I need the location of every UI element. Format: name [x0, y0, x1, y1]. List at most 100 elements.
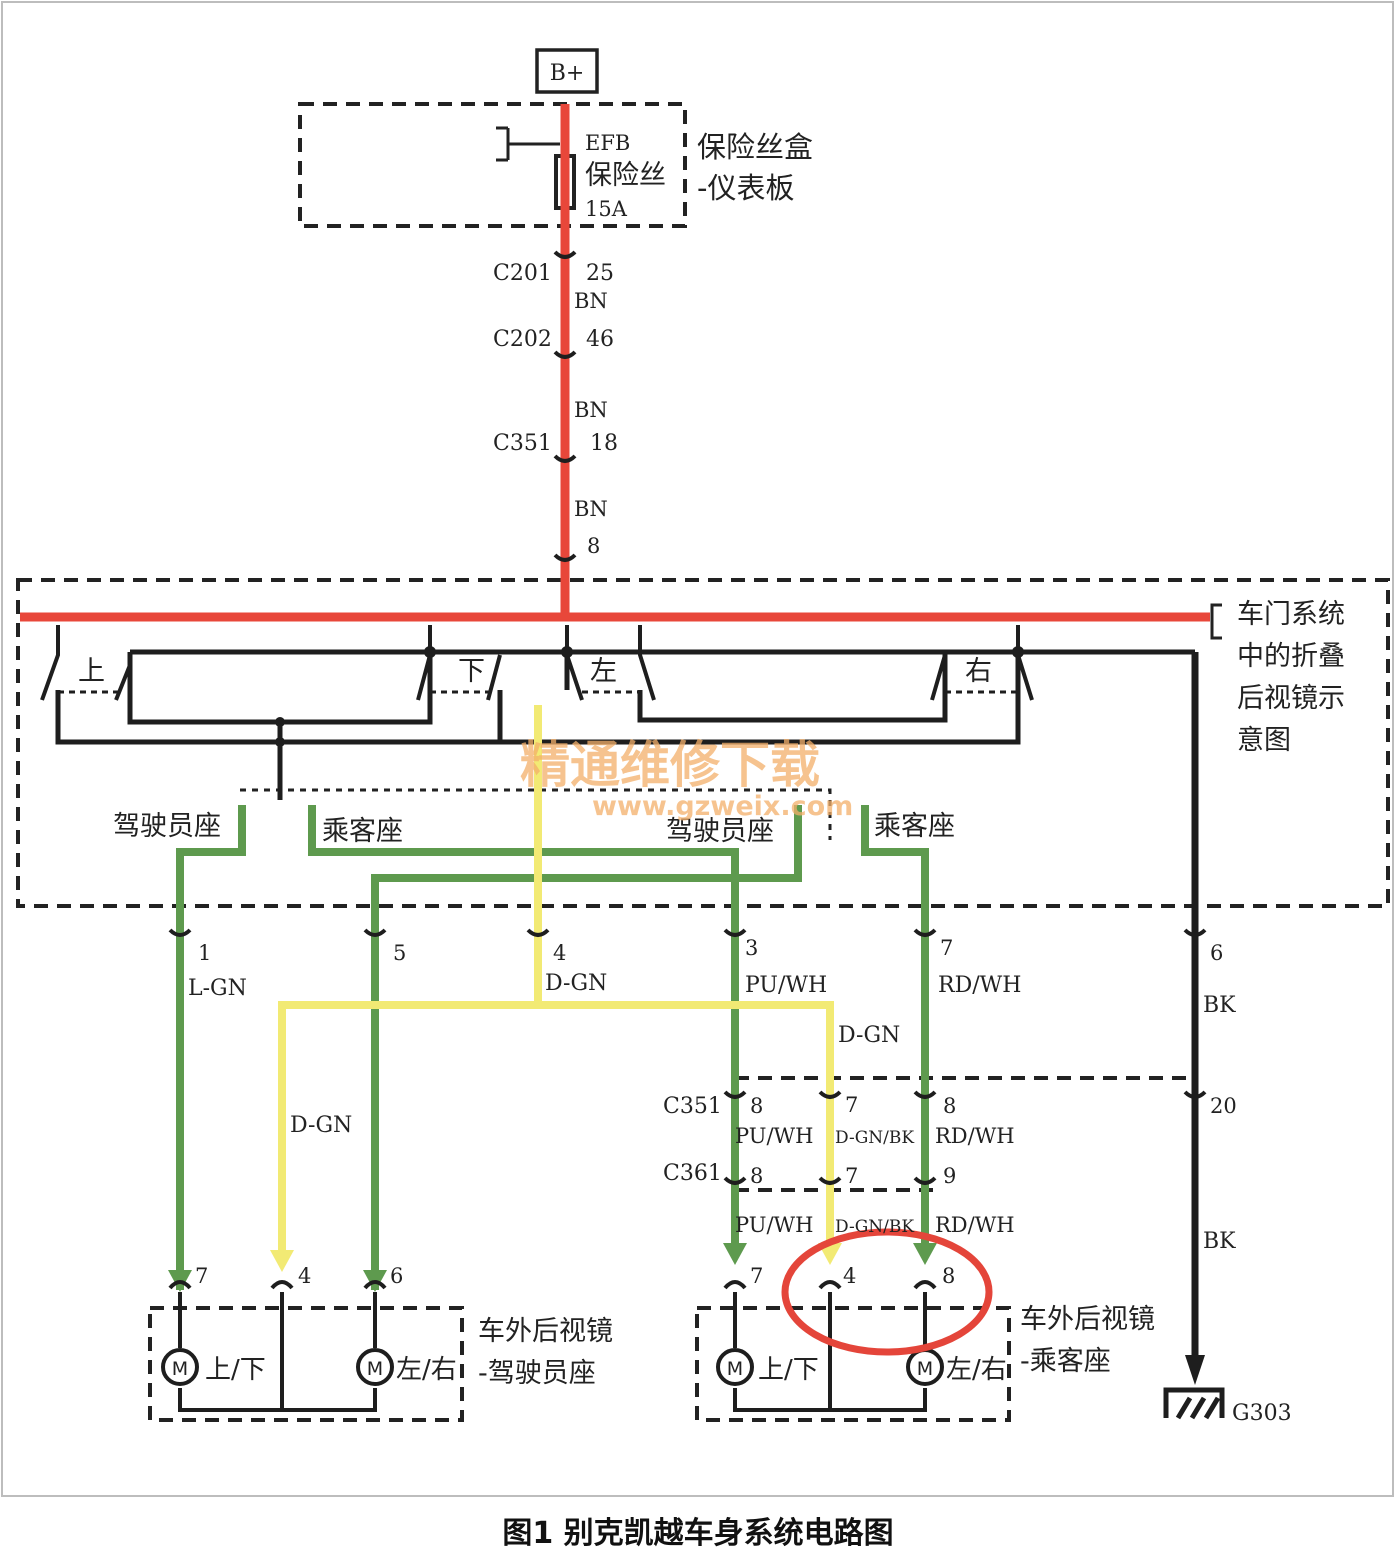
- switch-blades: [40, 625, 1034, 701]
- c201-pin: 25: [586, 261, 614, 286]
- passenger-mirror-subtitle: -乘客座: [1020, 1346, 1111, 1377]
- passenger-mirror-title: 车外后视镜: [1020, 1304, 1155, 1335]
- driver-mirror-pin-b: 4: [298, 1264, 311, 1288]
- driver-seat-label-2: 驾驶员座: [666, 816, 774, 847]
- c361-wire-pu: PU/WH: [735, 1213, 813, 1237]
- c351-label: C351: [663, 1094, 722, 1119]
- c361-pin-b: 7: [845, 1164, 858, 1188]
- switch-box-labels: 车门系统 中的折叠 后视镜示 意图 上 下 左 右 驾驶员座 乘客座 驾驶员座 …: [78, 599, 1345, 847]
- supply-labels: C201 25 BN C202 46 BN C351 18 BN 8: [493, 261, 618, 558]
- figure-caption: 图1 别克凯越车身系统电路图: [502, 1516, 893, 1551]
- wire-d-gn-branch: D-GN: [838, 1023, 900, 1048]
- driver-mirror-title: 车外后视镜: [478, 1316, 613, 1347]
- ground-label: G303: [1232, 1401, 1292, 1426]
- driver-motor-2-icon: M: [367, 1358, 383, 1380]
- switch-left-label: 左: [590, 656, 617, 687]
- passenger-leftright-label: 左/右: [946, 1355, 1007, 1385]
- c351-pin-d: 20: [1210, 1094, 1237, 1118]
- seat-divider-dash: [240, 788, 832, 840]
- c361-wire-rd: RD/WH: [935, 1213, 1015, 1237]
- pin-4: 4: [553, 941, 566, 965]
- c351-pin-b: 7: [845, 1093, 858, 1117]
- connector-caps: [168, 250, 1207, 1290]
- fuse-box-subtitle: -仪表板: [697, 171, 794, 205]
- passenger-motor-1-icon: M: [727, 1358, 743, 1380]
- switch-box-title-3: 后视镜示: [1237, 683, 1345, 714]
- watermark-url: www.gzweix.com: [592, 791, 853, 822]
- switch-right-label: 右: [965, 656, 992, 687]
- switch-box-title-1: 车门系统: [1237, 599, 1345, 630]
- driver-mirror-subtitle: -驾驶员座: [478, 1358, 596, 1389]
- ground-arrow: [1185, 1355, 1205, 1385]
- passenger-mirror-pin-b: 4: [843, 1264, 856, 1288]
- c201-label: C201: [493, 261, 552, 286]
- wire-bn-3: BN: [574, 497, 608, 521]
- passenger-mirror-pin-a: 7: [750, 1264, 763, 1288]
- pin-6: 6: [1210, 941, 1223, 965]
- switch-box-title-4: 意图: [1237, 725, 1291, 756]
- c361-wire-dgnbk: D-GN/BK: [835, 1217, 914, 1237]
- wire-bn-2: BN: [574, 398, 608, 422]
- wire-bk-2: BK: [1203, 1229, 1236, 1254]
- mirror-internal-wiring: [178, 1292, 927, 1412]
- switch-box: [16, 578, 1390, 908]
- switch-box-title-2: 中的折叠: [1237, 641, 1345, 672]
- wire-d-gn: D-GN: [545, 971, 607, 996]
- driver-leftright-label: 左/右: [396, 1355, 457, 1385]
- junction-dots: [275, 646, 1024, 747]
- driver-mirror-labels: 7 4 6 M M 上/下 左/右 车外后视镜 -驾驶员座: [172, 1264, 613, 1389]
- c361-pin-a: 8: [750, 1164, 763, 1188]
- driver-mirror-box: [148, 1306, 464, 1422]
- fault-highlight-circle: [781, 1228, 993, 1356]
- c351-wire-rd: RD/WH: [935, 1124, 1015, 1148]
- pin-labels: 1 L-GN 5 4 D-GN 3 PU/WH 7 RD/WH 6 BK D-G…: [188, 936, 1236, 1138]
- driver-updown-label: 上/下: [205, 1355, 266, 1385]
- driver-seat-label-1: 驾驶员座: [113, 811, 221, 842]
- battery-label: B+: [550, 61, 585, 86]
- ground-symbol: [1163, 1387, 1225, 1420]
- driver-mirror-pin-a: 7: [195, 1264, 208, 1288]
- watermark: 精通维修下载 www.gzweix.com: [520, 736, 853, 822]
- switch-box-bracket: [1210, 603, 1222, 640]
- c202-pin: 46: [586, 327, 614, 352]
- yellow-wires: [278, 705, 834, 1255]
- power-wire-red: [20, 104, 1210, 622]
- wire-d-gn-left: D-GN: [290, 1113, 352, 1138]
- c361-pin-c: 9: [943, 1164, 956, 1188]
- c351-wire-dgnbk: D-GN/BK: [835, 1128, 914, 1148]
- passenger-seat-label-1: 乘客座: [322, 816, 403, 847]
- wire-bk: BK: [1203, 993, 1236, 1018]
- pin-1: 1: [198, 941, 211, 965]
- pin-5: 5: [393, 941, 406, 965]
- passenger-updown-label: 上/下: [758, 1355, 819, 1385]
- driver-mirror-pin-c: 6: [390, 1264, 403, 1288]
- c351-supply-pin: 18: [590, 431, 618, 456]
- watermark-title: 精通维修下载: [520, 736, 820, 794]
- fuse-box-title: 保险丝盒: [697, 130, 813, 164]
- wire-l-gn: L-GN: [188, 976, 247, 1001]
- switch-supply-pin: 8: [587, 534, 600, 558]
- pin-7: 7: [940, 936, 953, 960]
- passenger-seat-label-2: 乘客座: [874, 811, 955, 842]
- fuse-bracket: [496, 126, 560, 162]
- fuse-rating: 15A: [585, 197, 628, 221]
- fuse-labels: EFB 保险丝 15A 保险丝盒 -仪表板: [585, 130, 813, 221]
- driver-motor-1-icon: M: [172, 1358, 188, 1380]
- fuse-type: 保险丝: [585, 160, 666, 191]
- passenger-mirror-box: [695, 1306, 1011, 1422]
- c351-supply-label: C351: [493, 431, 552, 456]
- passenger-mirror-pin-c: 8: [942, 1264, 955, 1288]
- pin-3: 3: [745, 936, 758, 960]
- connector-labels: C351 8 7 8 20 PU/WH D-GN/BK RD/WH C361 8…: [663, 1093, 1237, 1254]
- c202-label: C202: [493, 327, 552, 352]
- green-wires: [176, 805, 929, 1290]
- frame-border: [1, 1, 1394, 1497]
- battery-terminal: [535, 48, 599, 94]
- wire-bn-1: BN: [574, 289, 608, 313]
- wire-pu-wh: PU/WH: [745, 973, 827, 998]
- switch-down-label: 下: [458, 656, 485, 687]
- fuse-box: [298, 102, 687, 228]
- switch-up-label: 上: [78, 656, 105, 687]
